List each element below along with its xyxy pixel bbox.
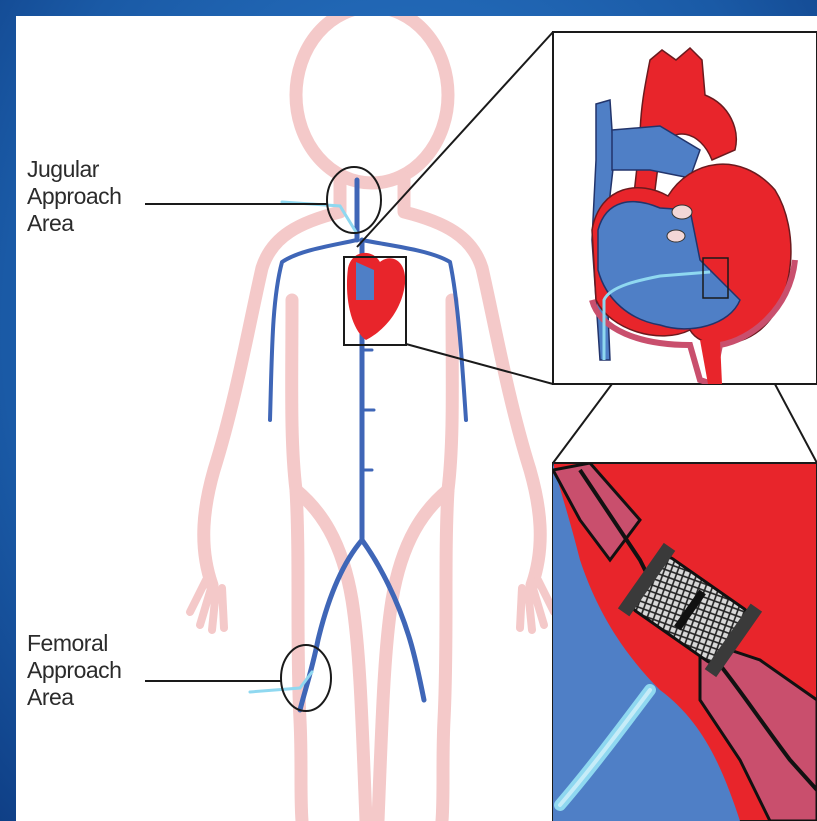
jugular-label-line-3: Area [27, 210, 121, 237]
hands [190, 580, 554, 630]
jugular-approach-label: Jugular Approach Area [27, 156, 121, 237]
femoral-approach-label: Femoral Approach Area [27, 630, 121, 711]
jugular-label-line-1: Jugular [27, 156, 121, 183]
femoral-label-line-2: Approach [27, 657, 121, 684]
femoral-label-line-1: Femoral [27, 630, 121, 657]
diagram-panel: Jugular Approach Area Femoral Approach A… [16, 16, 817, 821]
diagram-canvas [16, 16, 817, 821]
device-closeup-inset [553, 463, 817, 821]
femoral-label-line-3: Area [27, 684, 121, 711]
jugular-label-line-2: Approach [27, 183, 121, 210]
child-body-outline [204, 16, 540, 821]
heart-inset [553, 32, 817, 384]
torso-heart [347, 253, 405, 340]
